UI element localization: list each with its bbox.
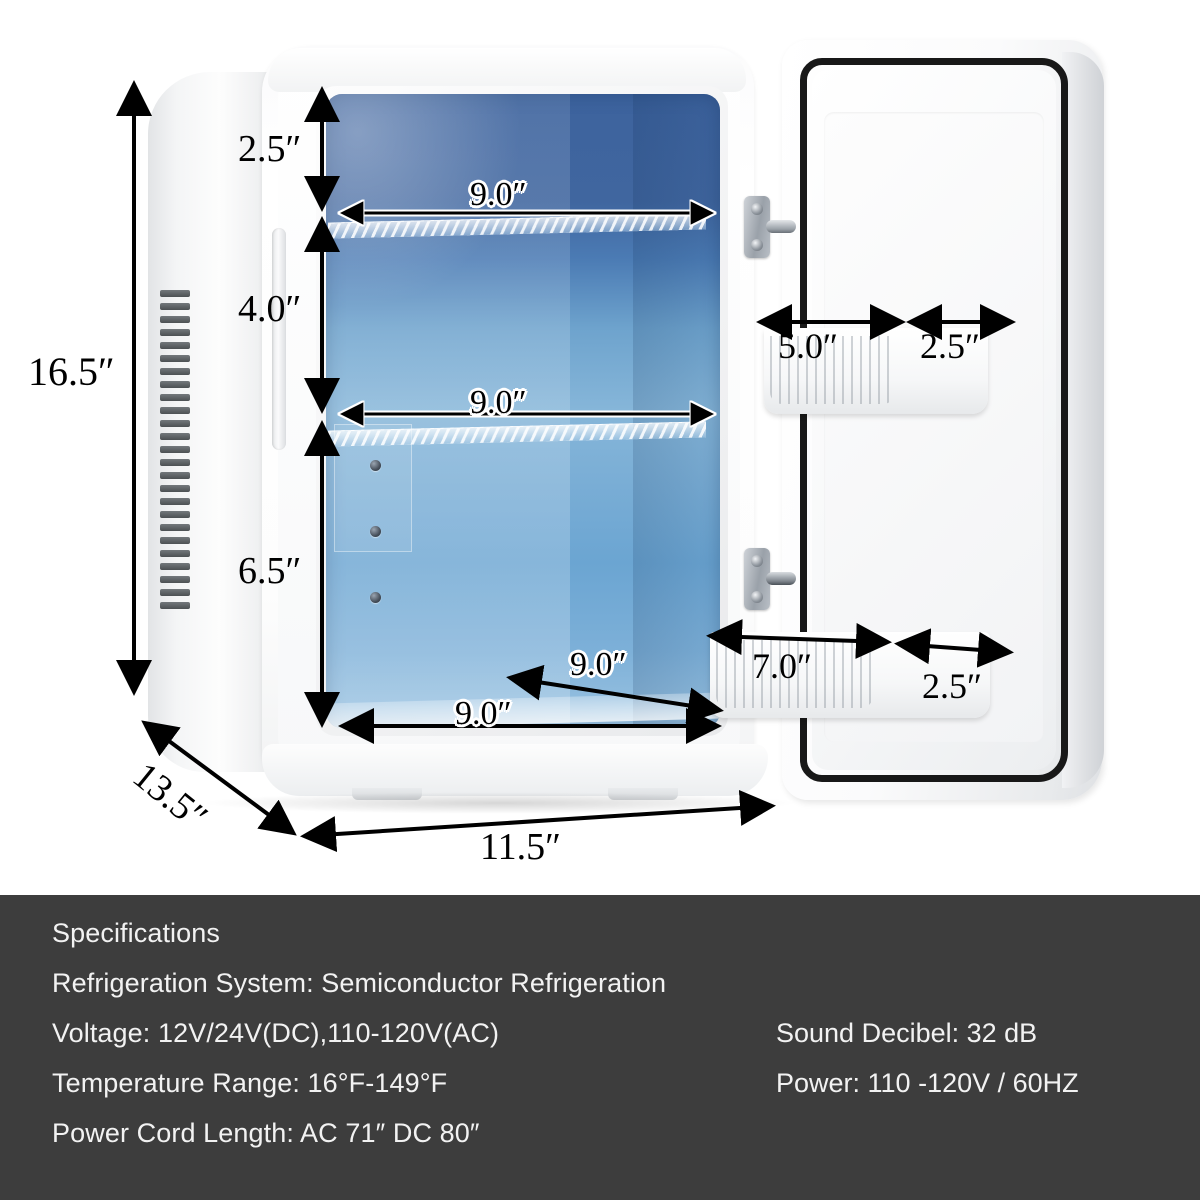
basket-ribs <box>770 336 896 404</box>
spec-row-voltage: Voltage: 12V/24V(DC),110-120V(AC) Sound … <box>52 1018 1200 1069</box>
spec-power-cord-length: Power Cord Length: AC 71″ DC 80″ <box>52 1118 480 1148</box>
dim-label-basket-lower-width: 7.0″ <box>752 646 812 686</box>
door-hinge-lower <box>744 548 796 610</box>
dim-label-mid-compartment: 4.0″ <box>238 288 302 330</box>
dim-label-top-compartment: 2.5″ <box>238 128 302 170</box>
dim-label-floor-width: 9.0″ <box>455 695 512 732</box>
spec-power: Power: 110 -120V / 60HZ <box>776 1068 1079 1098</box>
dim-label-shelf-width-upper: 9.0″ <box>470 176 527 213</box>
screw-icon <box>370 526 381 537</box>
spec-row-title: Specifications <box>52 918 1200 969</box>
door-basket-upper <box>764 328 988 414</box>
dim-label-overall-height: 16.5″ <box>28 349 115 394</box>
interior-side-wall <box>633 94 720 728</box>
spec-temperature-range: Temperature Range: 16°F-149°F <box>52 1068 448 1098</box>
door-right-edge <box>1062 52 1104 788</box>
dim-label-basket-upper-width: 5.0″ <box>778 326 838 366</box>
dim-label-floor-depth: 9.0″ <box>570 646 627 683</box>
product-illustration: 16.5″ 2.5″ 4.0″ 6.5″ 9.0″ 9.0″ 9.0″ 9.0″… <box>28 40 1104 868</box>
spec-refrigeration-system: Refrigeration System: Semiconductor Refr… <box>52 968 667 998</box>
ventilation-slots-icon <box>160 290 194 620</box>
hinge-screw-icon <box>751 591 763 603</box>
screw-icon <box>370 592 381 603</box>
dim-label-overall-width: 11.5″ <box>480 826 561 868</box>
hinge-screw-icon <box>751 555 763 567</box>
specifications-title: Specifications <box>52 918 220 948</box>
dim-label-shelf-width-middle: 9.0″ <box>470 384 527 421</box>
dim-label-basket-upper-depth: 2.5″ <box>920 326 980 366</box>
door-hinge-upper <box>744 196 796 258</box>
specifications-panel: Specifications Refrigeration System: Sem… <box>0 895 1200 1200</box>
cabinet-base <box>262 744 768 796</box>
door-handle-groove <box>272 228 286 450</box>
spec-row-temperature: Temperature Range: 16°F-149°F Power: 110… <box>52 1068 1200 1119</box>
screw-icon <box>370 460 381 471</box>
dim-label-bottom-compartment: 6.5″ <box>238 550 302 592</box>
spec-row-cord: Power Cord Length: AC 71″ DC 80″ <box>52 1118 1200 1169</box>
dim-label-basket-lower-depth: 2.5″ <box>922 666 982 706</box>
spec-voltage: Voltage: 12V/24V(DC),110-120V(AC) <box>52 1018 500 1048</box>
hinge-pin <box>766 220 796 233</box>
hinge-pin <box>766 572 796 585</box>
drop-shadow <box>200 792 800 814</box>
cabinet-top-highlight <box>268 48 746 92</box>
spec-row-refrigeration: Refrigeration System: Semiconductor Refr… <box>52 968 1200 1019</box>
hinge-screw-icon <box>751 203 763 215</box>
hinge-screw-icon <box>751 239 763 251</box>
door-gasket-seal <box>800 58 1068 782</box>
spec-sound-decibel: Sound Decibel: 32 dB <box>776 1018 1038 1048</box>
